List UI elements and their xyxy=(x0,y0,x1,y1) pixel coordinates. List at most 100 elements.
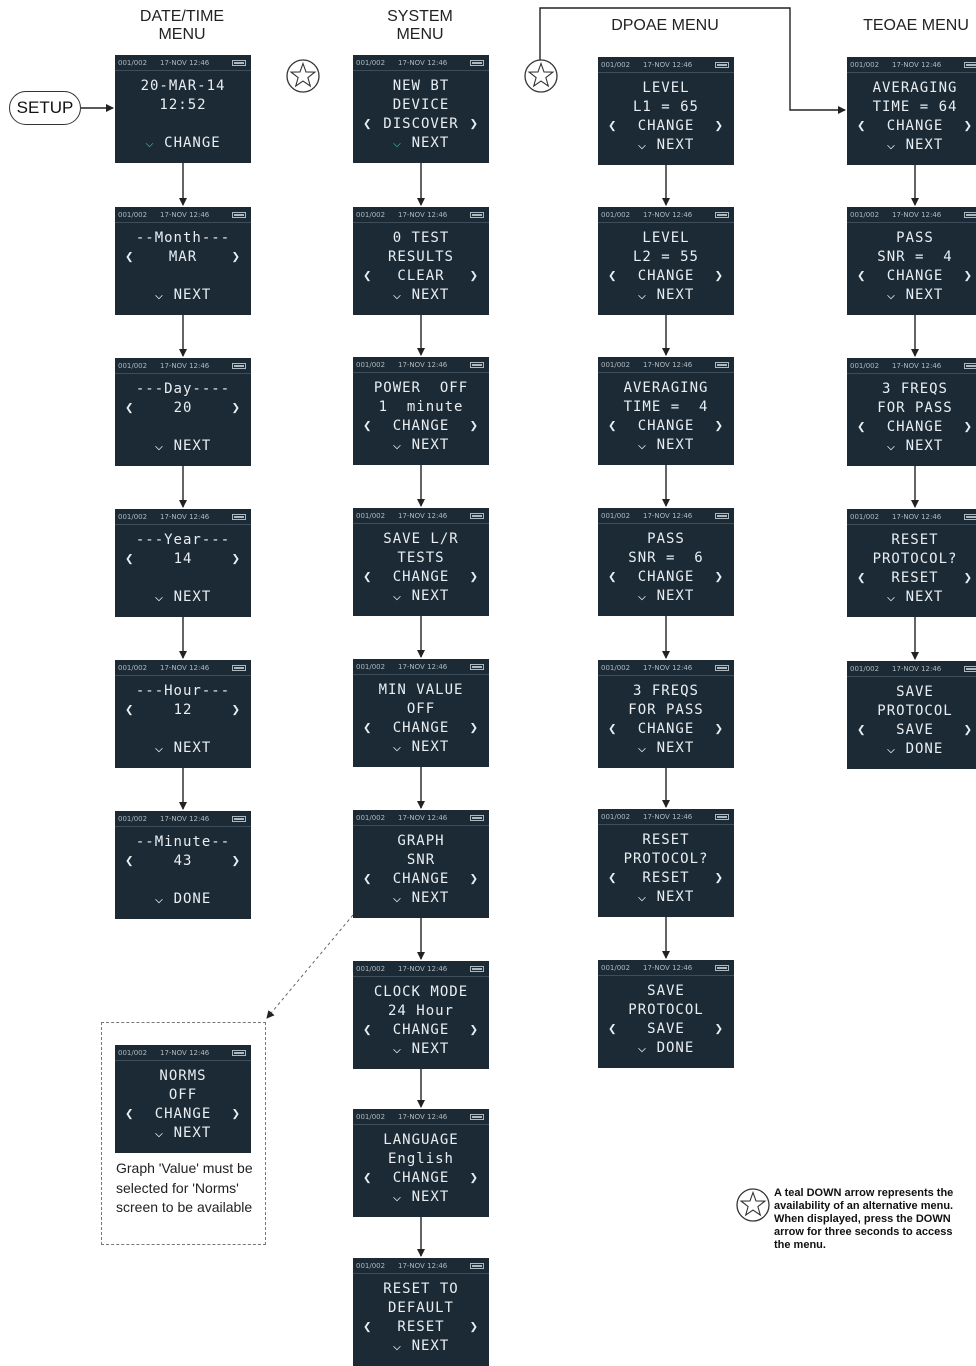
status-date: 17-NOV 12:46 xyxy=(160,513,210,521)
screen-action-label: NEXT xyxy=(656,137,695,153)
screen-line-4: ⌵ NEXT xyxy=(598,587,734,605)
screen-line-1: MIN VALUE xyxy=(353,681,489,699)
screen-action-label: NEXT xyxy=(656,740,695,756)
status-counter: 001/002 xyxy=(601,361,631,369)
screen-line-2: 43❮❯ xyxy=(115,852,251,870)
screen-text: SAVE xyxy=(647,983,685,999)
screen-line-3: CHANGE❮❯ xyxy=(353,870,489,888)
screen-line-2: OFF xyxy=(115,1086,251,1104)
left-arrow-icon: ❮ xyxy=(608,118,618,134)
status-date: 17-NOV 12:46 xyxy=(643,512,693,520)
down-arrow-icon: ⌵ xyxy=(637,437,657,453)
screen-line-3: CHANGE❮❯ xyxy=(353,719,489,737)
screen-line-4: ⌵ DONE xyxy=(598,1039,734,1057)
down-arrow-icon: ⌵ xyxy=(392,1338,412,1354)
screen-line-2: English xyxy=(353,1150,489,1168)
screen-line-4: ⌵ NEXT xyxy=(598,436,734,454)
left-arrow-icon: ❮ xyxy=(125,551,135,567)
status-date: 17-NOV 12:46 xyxy=(160,664,210,672)
screen-action-label: NEXT xyxy=(656,588,695,604)
right-arrow-icon: ❯ xyxy=(231,249,241,265)
screen-line-4: ⌵ NEXT xyxy=(353,1337,489,1355)
screen-line-2: 14❮❯ xyxy=(115,550,251,568)
battery-icon xyxy=(715,965,729,971)
down-arrow-icon: ⌵ xyxy=(154,740,174,756)
screen-action-label: NEXT xyxy=(173,740,212,756)
battery-icon xyxy=(232,60,246,66)
screen-action-label: NEXT xyxy=(411,287,450,303)
screen-line-1: PASS xyxy=(598,530,734,548)
screen-text: SAVE L/R xyxy=(383,531,459,547)
status-counter: 001/002 xyxy=(601,61,631,69)
screen-line-4: ⌵ NEXT xyxy=(353,134,489,152)
screen-line-4: ⌵ NEXT xyxy=(598,739,734,757)
screen-line-1: LEVEL xyxy=(598,79,734,97)
status-date: 17-NOV 12:46 xyxy=(398,1262,448,1270)
screen-text: RESET xyxy=(642,870,690,886)
left-arrow-icon: ❮ xyxy=(363,1170,373,1186)
screen-text: RESET xyxy=(891,532,939,548)
screen-text: SAVE xyxy=(647,1021,685,1037)
screen-text: SNR xyxy=(406,852,436,868)
down-arrow-icon: ⌵ xyxy=(145,135,165,151)
screen-line-2: PROTOCOL xyxy=(847,702,976,720)
status-counter: 001/002 xyxy=(601,512,631,520)
screen-line-1: NEW BT xyxy=(353,77,489,95)
status-counter: 001/002 xyxy=(601,664,631,672)
screen-action-label: DONE xyxy=(173,891,212,907)
status-date: 17-NOV 12:46 xyxy=(643,61,693,69)
status-counter: 001/002 xyxy=(356,361,386,369)
column-title-line: TEOAE MENU xyxy=(863,17,969,34)
screen-action-label: CHANGE xyxy=(164,135,221,151)
screen-text: 3 FREQS xyxy=(881,381,948,397)
screen-text: --Month--- xyxy=(135,230,231,246)
screen-action-label: NEXT xyxy=(656,287,695,303)
status-counter: 001/002 xyxy=(850,362,880,370)
down-arrow-icon: ⌵ xyxy=(392,135,412,151)
screen-text: AVERAGING xyxy=(623,380,709,396)
screen-text: CLEAR xyxy=(397,268,445,284)
screen-text: CHANGE xyxy=(392,871,450,887)
column-title-line: MENU xyxy=(396,26,444,43)
status-date: 17-NOV 12:46 xyxy=(398,965,448,973)
screen-line-1: SAVE xyxy=(847,683,976,701)
screen-line-4: ⌵ NEXT xyxy=(847,136,976,154)
screen-line-3: CHANGE❮❯ xyxy=(598,117,734,135)
down-arrow-icon: ⌵ xyxy=(392,739,412,755)
down-arrow-icon: ⌵ xyxy=(637,889,657,905)
screen-text: CHANGE xyxy=(392,418,450,434)
screen-line-4: ⌵ NEXT xyxy=(353,1040,489,1058)
status-counter: 001/002 xyxy=(118,59,148,67)
screen-text: L2 = 55 xyxy=(632,249,699,265)
screen-line-3: SAVE❮❯ xyxy=(598,1020,734,1038)
screen-line-1: LANGUAGE xyxy=(353,1131,489,1149)
battery-icon xyxy=(232,816,246,822)
screen-line-2: L2 = 55 xyxy=(598,248,734,266)
right-arrow-icon: ❯ xyxy=(469,1170,479,1186)
screen-text: TESTS xyxy=(397,550,445,566)
screen-text: ---Hour--- xyxy=(135,683,231,699)
status-counter: 001/002 xyxy=(601,211,631,219)
screen-line-4: ⌵ NEXT xyxy=(115,1124,251,1142)
screen-action-label: NEXT xyxy=(411,1189,450,1205)
battery-icon xyxy=(964,666,976,672)
screen-text: RESET xyxy=(642,832,690,848)
screen-text: CHANGE xyxy=(637,721,695,737)
screen-line-4: ⌵ NEXT xyxy=(353,1188,489,1206)
screen-text: MAR xyxy=(168,249,198,265)
screen-line-3: RESET❮❯ xyxy=(598,869,734,887)
status-counter: 001/002 xyxy=(118,664,148,672)
screen-line-4: ⌵ NEXT xyxy=(353,738,489,756)
battery-icon xyxy=(470,664,484,670)
